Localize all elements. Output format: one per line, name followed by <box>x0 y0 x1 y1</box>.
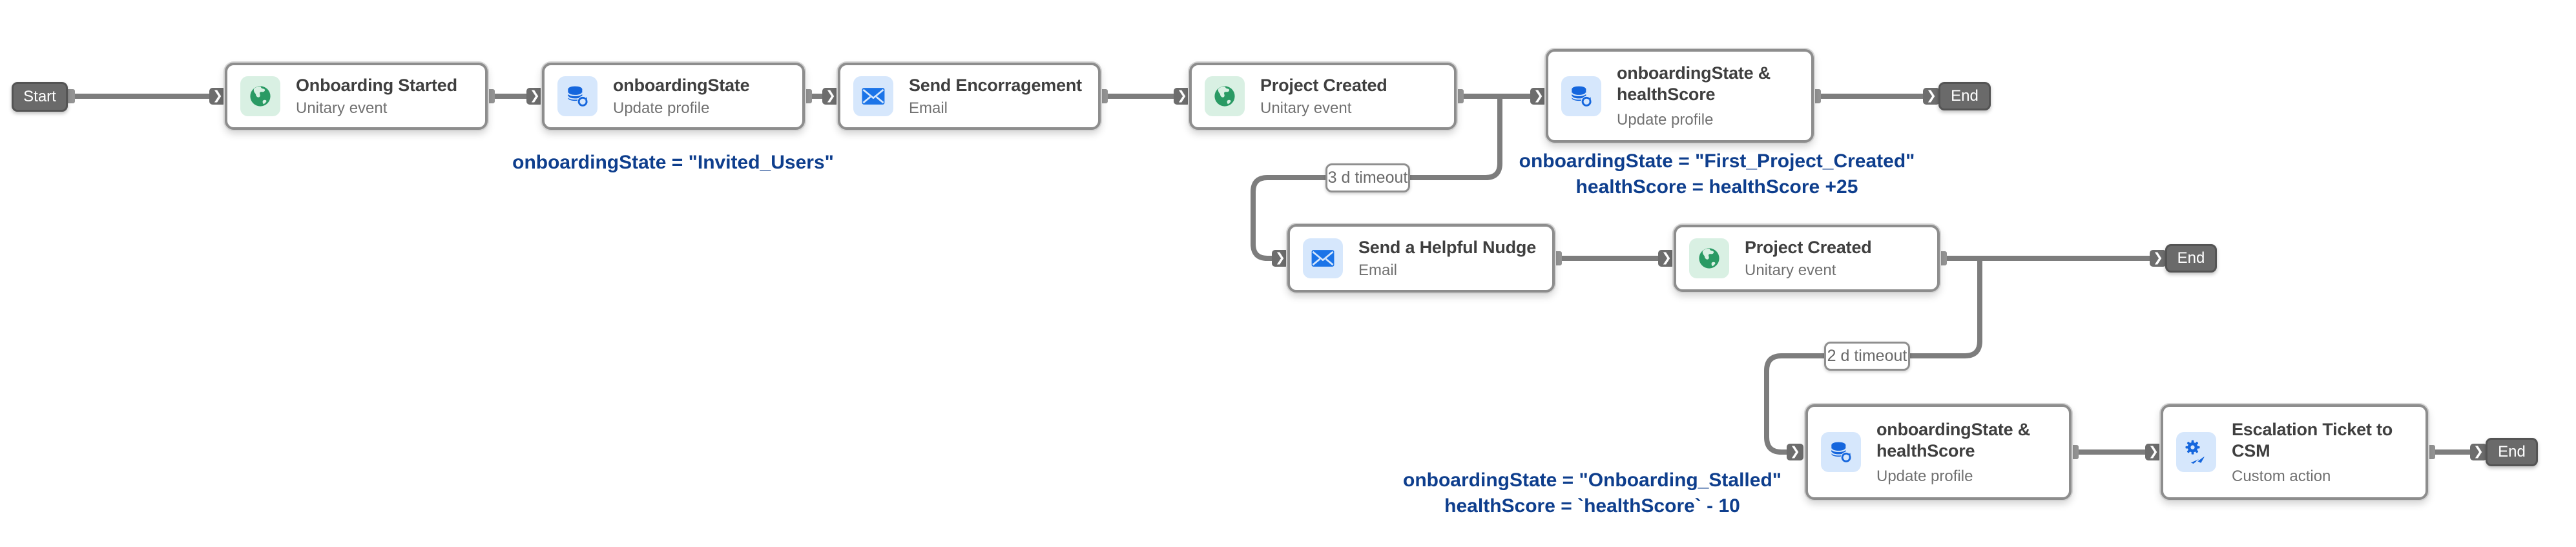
timeout-text: 2 d timeout <box>1827 347 1907 365</box>
envelope-icon <box>1303 238 1343 278</box>
node-project-created-1[interactable]: Project Created Unitary event <box>1189 63 1457 130</box>
node-onboardingstate[interactable]: onboardingState Update profile <box>542 63 805 130</box>
database-sync-icon <box>1821 432 1861 472</box>
gear-plane-icon <box>2176 432 2216 472</box>
globe-event-icon <box>1689 238 1729 278</box>
connector-arrow-icon: ❯ <box>822 88 839 105</box>
start-node[interactable]: Start <box>12 82 68 112</box>
node-subtitle: Unitary event <box>296 99 388 117</box>
node-title: Project Created <box>1260 76 1387 95</box>
connector-arrow-icon: ❯ <box>209 88 226 105</box>
end-node-2[interactable]: End <box>2165 244 2217 273</box>
annotation-first-project-created: onboardingState = "First_Project_Created… <box>1519 149 1915 200</box>
node-onboarding-started[interactable]: Onboarding Started Unitary event <box>225 63 488 130</box>
annotation-line: onboardingState = "First_Project_Created… <box>1519 150 1915 172</box>
connector-arrow-icon: ❯ <box>1787 444 1803 460</box>
database-sync-icon <box>557 76 597 116</box>
end-node-1[interactable]: End <box>1938 82 1991 110</box>
connector-arrow-icon: ❯ <box>2470 444 2487 460</box>
node-subtitle: Unitary event <box>1745 262 1836 279</box>
connector-arrow-icon: ❯ <box>1658 250 1675 267</box>
node-send-a-helpful-nudge[interactable]: Send a Helpful Nudge Email <box>1287 224 1555 293</box>
node-onboardingstate-healthscore-1[interactable]: onboardingState & healthScore Update pro… <box>1546 49 1814 143</box>
annotation-line: healthScore = `healthScore` - 10 <box>1444 495 1740 517</box>
node-subtitle: Custom action <box>2232 467 2331 485</box>
end-label: End <box>2498 443 2526 460</box>
node-subtitle: Email <box>1358 262 1398 279</box>
database-sync-icon <box>1561 76 1601 116</box>
globe-event-icon <box>240 76 280 116</box>
annotation-line: onboardingState = "Onboarding_Stalled" <box>1403 470 1781 491</box>
node-subtitle: Update profile <box>613 99 710 117</box>
node-onboardingstate-healthscore-2[interactable]: onboardingState & healthScore Update pro… <box>1805 404 2072 500</box>
timeout-text: 3 d timeout <box>1327 169 1408 187</box>
connector-arrow-icon: ❯ <box>2145 444 2162 460</box>
connector-arrow-icon: ❯ <box>1923 88 1940 105</box>
annotation-invited-users: onboardingState = "Invited_Users" <box>512 150 834 176</box>
node-title: onboardingState & healthScore <box>1876 419 2031 460</box>
node-subtitle: Unitary event <box>1260 99 1352 117</box>
timeout-label-2d[interactable]: 2 d timeout <box>1824 342 1910 371</box>
connector-arrow-icon: ❯ <box>1530 88 1547 105</box>
end-label: End <box>1951 87 1979 105</box>
node-escalation-ticket-to-csm[interactable]: Escalation Ticket to CSM Custom action <box>2161 404 2428 500</box>
globe-event-icon <box>1205 76 1245 116</box>
end-label: End <box>2177 249 2205 267</box>
node-title: Escalation Ticket to CSM <box>2232 419 2393 460</box>
node-subtitle: Update profile <box>1876 467 1973 485</box>
node-subtitle: Update profile <box>1617 111 1714 129</box>
node-title: onboardingState <box>613 76 750 95</box>
connector-arrow-icon: ❯ <box>2150 250 2166 267</box>
timeout-label-3d[interactable]: 3 d timeout <box>1325 163 1410 192</box>
annotation-onboarding-stalled: onboardingState = "Onboarding_Stalled" h… <box>1403 468 1781 519</box>
envelope-icon <box>853 76 893 116</box>
node-title: onboardingState & healthScore <box>1617 63 1771 104</box>
node-title: Send a Helpful Nudge <box>1358 238 1537 257</box>
node-title: Project Created <box>1745 238 1872 257</box>
node-project-created-2[interactable]: Project Created Unitary event <box>1674 225 1940 292</box>
end-node-3[interactable]: End <box>2486 438 2538 466</box>
annotation-line: healthScore = healthScore +25 <box>1575 176 1858 198</box>
edge-timeout-2d <box>1764 258 1982 455</box>
connector-arrow-icon: ❯ <box>1174 88 1190 105</box>
connector-arrow-icon: ❯ <box>1272 250 1289 267</box>
node-send-encorragement[interactable]: Send Encorragement Email <box>838 63 1101 130</box>
start-label: Start <box>23 88 56 105</box>
edge-timeout-3d <box>1251 96 1502 261</box>
node-subtitle: Email <box>909 99 948 117</box>
annotation-line: onboardingState = "Invited_Users" <box>512 152 834 173</box>
node-title: Send Encorragement <box>909 76 1082 95</box>
connector-arrow-icon: ❯ <box>526 88 543 105</box>
node-title: Onboarding Started <box>296 76 457 95</box>
